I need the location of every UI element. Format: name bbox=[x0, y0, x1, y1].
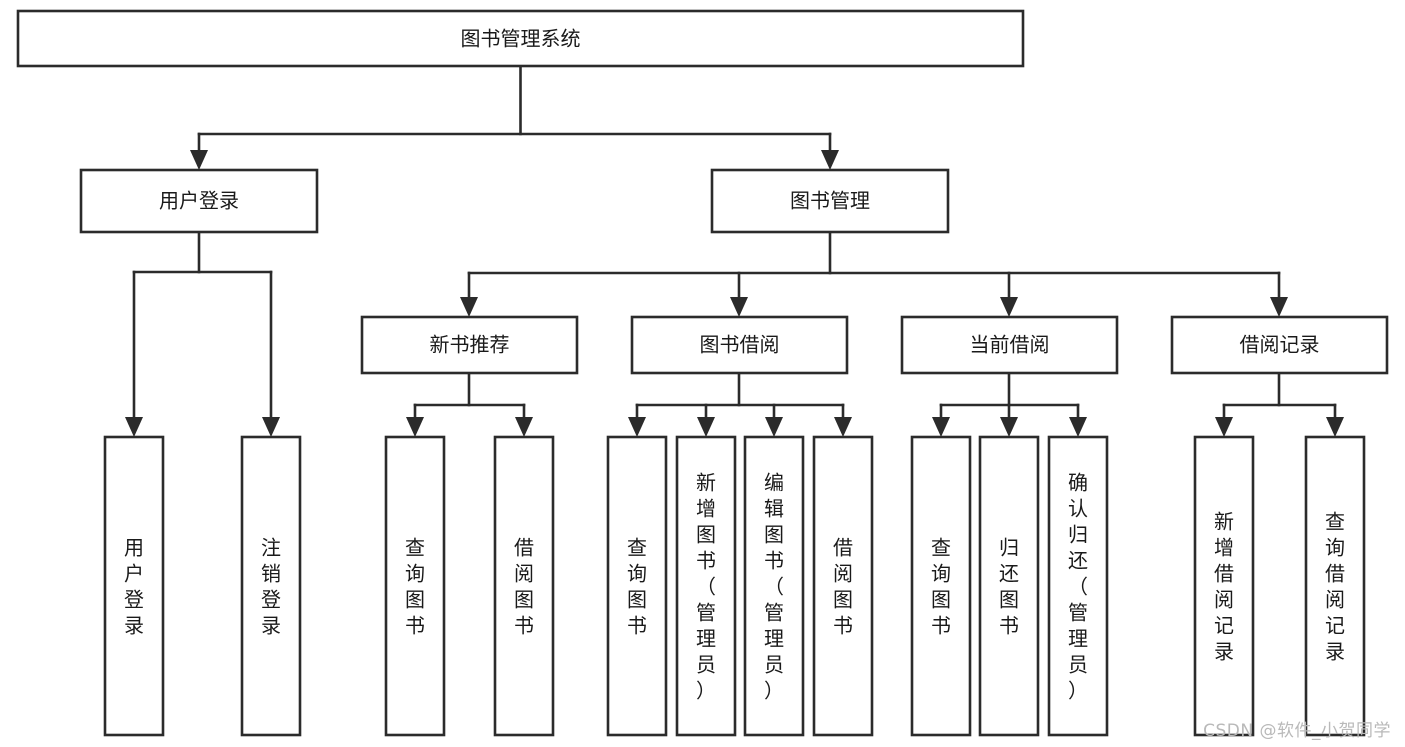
arrowhead-leaf-user-login bbox=[125, 417, 143, 437]
node-leaf-return-book-box[interactable] bbox=[978, 435, 1040, 737]
arrowhead-leaf-query-book-3 bbox=[932, 417, 950, 437]
node-leaf-query-book-3[interactable]: 查询图书 bbox=[910, 435, 972, 737]
node-leaf-query-record[interactable]: 查询借阅记录 bbox=[1304, 435, 1366, 737]
node-user-login-label: 用户登录 bbox=[159, 189, 239, 213]
node-leaf-user-login-label: 用户登录 bbox=[124, 535, 144, 637]
arrowhead-user-login bbox=[190, 150, 208, 170]
arrowhead-leaf-query-record bbox=[1326, 417, 1344, 437]
node-leaf-query-book-3-label: 查询图书 bbox=[931, 535, 951, 637]
node-book-management[interactable]: 图书管理 bbox=[710, 168, 950, 234]
node-leaf-confirm-return-box[interactable] bbox=[1047, 435, 1109, 737]
node-leaf-confirm-return[interactable]: 确认归还（管理员） bbox=[1047, 435, 1109, 737]
arrowhead-leaf-query-book-2 bbox=[628, 417, 646, 437]
node-leaf-edit-book-label: 编辑图书（管理员） bbox=[764, 470, 784, 702]
arrowhead-leaf-query-book-1 bbox=[406, 417, 424, 437]
node-leaf-logout-login-box[interactable] bbox=[240, 435, 302, 737]
node-leaf-query-book-3-box[interactable] bbox=[910, 435, 972, 737]
arrowhead-leaf-return-book bbox=[1000, 417, 1018, 437]
arrowhead-book-management bbox=[821, 150, 839, 170]
node-borrow-record-box[interactable] bbox=[1170, 315, 1389, 375]
node-book-management-label: 图书管理 bbox=[790, 189, 870, 213]
node-book-borrow[interactable]: 图书借阅 bbox=[630, 315, 849, 375]
node-book-management-box[interactable] bbox=[710, 168, 950, 234]
connector-layer bbox=[125, 64, 1344, 437]
arrowhead-leaf-borrow-book-1 bbox=[515, 417, 533, 437]
node-book-borrow-label: 图书借阅 bbox=[700, 333, 780, 357]
node-current-borrow[interactable]: 当前借阅 bbox=[900, 315, 1119, 375]
arrowhead-borrow-record bbox=[1270, 297, 1288, 317]
node-leaf-user-login[interactable]: 用户登录 bbox=[103, 435, 165, 737]
arrowhead-leaf-add-book bbox=[697, 417, 715, 437]
arrowhead-new-book-recommend bbox=[460, 297, 478, 317]
arrowhead-book-borrow bbox=[730, 297, 748, 317]
node-new-book-recommend-box[interactable] bbox=[360, 315, 579, 375]
node-leaf-add-book-label: 新增图书（管理员） bbox=[696, 470, 716, 702]
node-leaf-return-book-label: 归还图书 bbox=[999, 535, 1019, 637]
node-current-borrow-label: 当前借阅 bbox=[970, 333, 1050, 357]
node-leaf-borrow-book-2-label: 借阅图书 bbox=[833, 535, 853, 637]
node-leaf-borrow-book-2[interactable]: 借阅图书 bbox=[812, 435, 874, 737]
node-root-label: 图书管理系统 bbox=[461, 27, 581, 51]
node-leaf-borrow-book-1-label: 借阅图书 bbox=[514, 535, 534, 637]
node-borrow-record-label: 借阅记录 bbox=[1240, 333, 1320, 357]
node-leaf-query-book-2-label: 查询图书 bbox=[627, 535, 647, 637]
node-leaf-edit-book[interactable]: 编辑图书（管理员） bbox=[743, 435, 805, 737]
node-user-login[interactable]: 用户登录 bbox=[79, 168, 319, 234]
arrowhead-leaf-borrow-book-2 bbox=[834, 417, 852, 437]
node-leaf-logout-login-label: 注销登录 bbox=[261, 535, 281, 637]
node-leaf-borrow-book-2-box[interactable] bbox=[812, 435, 874, 737]
node-leaf-logout-login[interactable]: 注销登录 bbox=[240, 435, 302, 737]
node-leaf-borrow-book-1-box[interactable] bbox=[493, 435, 555, 737]
node-leaf-confirm-return-label: 确认归还（管理员） bbox=[1068, 470, 1088, 702]
node-leaf-add-book-box[interactable] bbox=[675, 435, 737, 737]
node-leaf-add-record-box[interactable] bbox=[1193, 435, 1255, 737]
node-leaf-query-record-box[interactable] bbox=[1304, 435, 1366, 737]
node-user-login-box[interactable] bbox=[79, 168, 319, 234]
node-leaf-add-record[interactable]: 新增借阅记录 bbox=[1193, 435, 1255, 737]
node-leaf-return-book[interactable]: 归还图书 bbox=[978, 435, 1040, 737]
node-leaf-borrow-book-1[interactable]: 借阅图书 bbox=[493, 435, 555, 737]
node-current-borrow-box[interactable] bbox=[900, 315, 1119, 375]
csdn-watermark: CSDN @软件_小贺同学 bbox=[1203, 721, 1391, 741]
node-leaf-add-record-label: 新增借阅记录 bbox=[1214, 509, 1234, 663]
node-root-box[interactable] bbox=[16, 9, 1025, 68]
node-leaf-query-book-1-label: 查询图书 bbox=[405, 535, 425, 637]
node-leaf-query-record-label: 查询借阅记录 bbox=[1325, 509, 1345, 663]
node-root[interactable]: 图书管理系统 bbox=[16, 9, 1025, 68]
arrowhead-leaf-logout-login bbox=[262, 417, 280, 437]
node-new-book-recommend[interactable]: 新书推荐 bbox=[360, 315, 579, 375]
node-leaf-query-book-1-box[interactable] bbox=[384, 435, 446, 737]
arrowhead-current-borrow bbox=[1000, 297, 1018, 317]
node-book-borrow-box[interactable] bbox=[630, 315, 849, 375]
node-leaf-query-book-2[interactable]: 查询图书 bbox=[606, 435, 668, 737]
node-leaf-add-book[interactable]: 新增图书（管理员） bbox=[675, 435, 737, 737]
node-leaf-user-login-box[interactable] bbox=[103, 435, 165, 737]
node-leaf-edit-book-box[interactable] bbox=[743, 435, 805, 737]
node-borrow-record[interactable]: 借阅记录 bbox=[1170, 315, 1389, 375]
node-new-book-recommend-label: 新书推荐 bbox=[430, 333, 510, 357]
arrowhead-leaf-confirm-return bbox=[1069, 417, 1087, 437]
node-leaf-query-book-1[interactable]: 查询图书 bbox=[384, 435, 446, 737]
arrowhead-leaf-add-record bbox=[1215, 417, 1233, 437]
arrowhead-leaf-edit-book bbox=[765, 417, 783, 437]
node-leaf-query-book-2-box[interactable] bbox=[606, 435, 668, 737]
